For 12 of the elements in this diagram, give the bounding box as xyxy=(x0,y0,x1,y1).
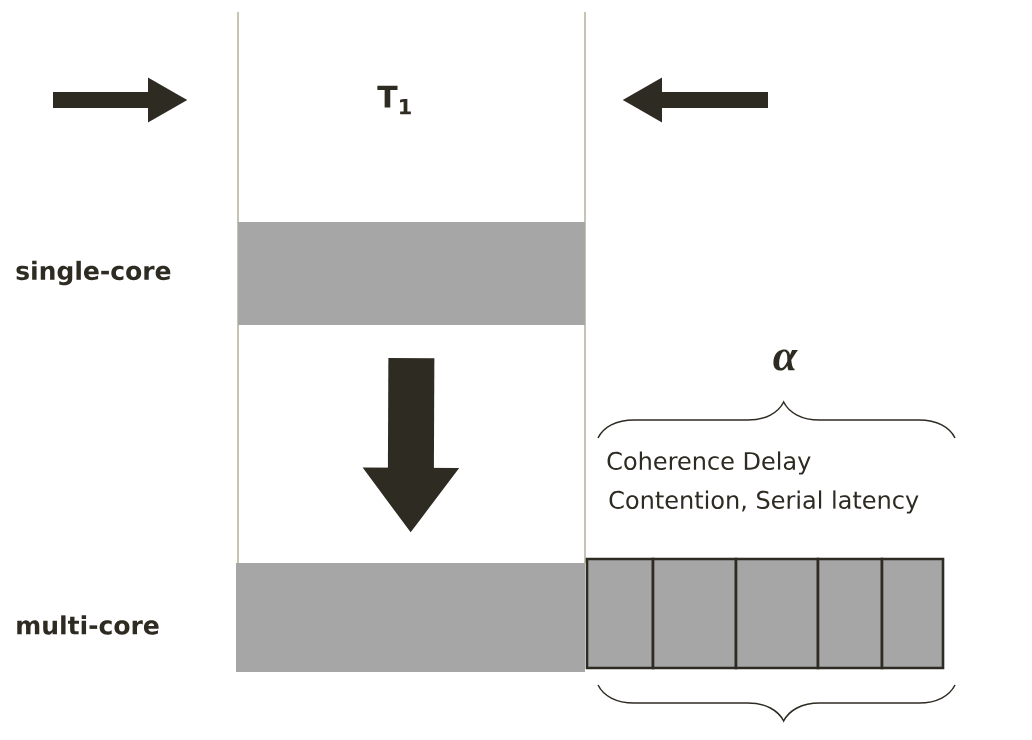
delay-segment xyxy=(651,557,738,670)
row-label: multi-core xyxy=(17,615,159,635)
description-text: Coherence Delay xyxy=(607,451,811,475)
time-label: T$_{1}$ xyxy=(377,85,411,115)
description-text: Contention, Serial latency xyxy=(609,490,919,514)
delay-segment xyxy=(880,557,945,670)
delay-segment xyxy=(734,557,820,670)
row-label: single-core xyxy=(16,260,171,286)
symbol-label: α xyxy=(773,349,798,371)
timeline-bar xyxy=(238,222,585,325)
delay-segment xyxy=(585,557,655,670)
delay-segment xyxy=(816,557,884,670)
